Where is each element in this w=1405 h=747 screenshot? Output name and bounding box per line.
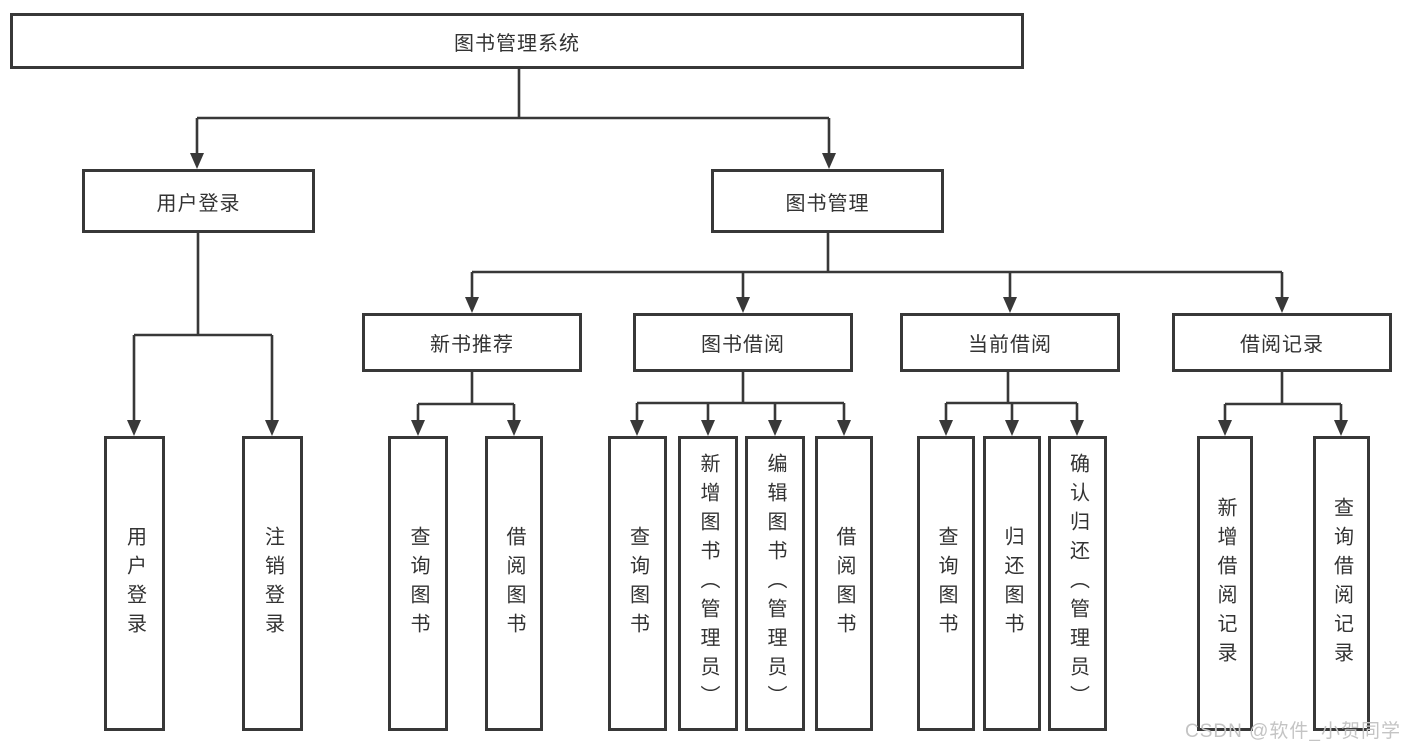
arrow-down-icon	[1275, 297, 1289, 313]
arrow-down-icon	[1334, 420, 1348, 436]
arrow-down-icon	[736, 297, 750, 313]
node-user-login-group: 用户登录	[82, 169, 315, 233]
node-borrow-records-label: 借阅记录	[1240, 334, 1324, 356]
leaf-user-login-label: 用户登录	[123, 525, 146, 642]
arrowheads	[127, 153, 1348, 436]
leaf-query-books-borrow-label: 查询图书	[626, 525, 649, 642]
leaf-edit-book-admin-label: 编辑图书（管理员）	[764, 453, 786, 714]
leaf-query-books-recommend: 查询图书	[388, 436, 448, 731]
leaf-query-borrow-record: 查询借阅记录	[1313, 436, 1370, 731]
node-book-borrow-label: 图书借阅	[701, 334, 785, 356]
arrow-down-icon	[411, 420, 425, 436]
leaf-return-book: 归还图书	[983, 436, 1041, 731]
arrow-down-icon	[837, 420, 851, 436]
leaf-borrow-books-recommend-label: 借阅图书	[503, 525, 525, 642]
leaf-query-books-current-label: 查询图书	[935, 525, 957, 642]
leaf-logout: 注销登录	[242, 436, 303, 731]
leaf-confirm-return-admin-label: 确认归还（管理员）	[1066, 453, 1089, 714]
leaf-user-login: 用户登录	[104, 436, 165, 731]
node-current-borrow-label: 当前借阅	[968, 334, 1052, 356]
arrow-down-icon	[939, 420, 953, 436]
node-borrow-records: 借阅记录	[1172, 313, 1392, 372]
leaf-logout-label: 注销登录	[261, 525, 284, 642]
arrow-down-icon	[265, 420, 279, 436]
leaf-borrow-books-label: 借阅图书	[833, 525, 855, 642]
arrow-down-icon	[768, 420, 782, 436]
node-current-borrow: 当前借阅	[900, 313, 1120, 372]
arrow-down-icon	[1218, 420, 1232, 436]
leaf-add-book-admin-label: 新增图书（管理员）	[697, 453, 719, 714]
leaf-add-book-admin: 新增图书（管理员）	[678, 436, 738, 731]
arrow-down-icon	[190, 153, 204, 169]
node-book-management-label: 图书管理	[785, 192, 870, 215]
watermark: CSDN @软件_小贺同学	[1185, 721, 1401, 742]
leaf-borrow-books: 借阅图书	[815, 436, 873, 731]
leaf-add-borrow-record-label: 新增借阅记录	[1214, 496, 1236, 671]
arrow-down-icon	[127, 420, 141, 436]
node-root-label: 图书管理系统	[454, 32, 580, 55]
leaf-edit-book-admin: 编辑图书（管理员）	[745, 436, 805, 731]
leaf-query-books-borrow: 查询图书	[608, 436, 667, 731]
node-user-login-group-label: 用户登录	[156, 192, 241, 215]
leaf-borrow-books-recommend: 借阅图书	[485, 436, 543, 731]
leaf-add-borrow-record: 新增借阅记录	[1197, 436, 1253, 731]
arrow-down-icon	[630, 420, 644, 436]
leaf-query-borrow-record-label: 查询借阅记录	[1330, 496, 1353, 671]
arrow-down-icon	[1003, 297, 1017, 313]
leaf-query-books-current: 查询图书	[917, 436, 975, 731]
arrow-down-icon	[701, 420, 715, 436]
leaf-return-book-label: 归还图书	[1001, 525, 1023, 642]
arrow-down-icon	[1070, 420, 1084, 436]
arrow-down-icon	[465, 297, 479, 313]
node-root: 图书管理系统	[10, 13, 1024, 69]
leaf-query-books-recommend-label: 查询图书	[407, 525, 429, 642]
arrow-down-icon	[822, 153, 836, 169]
node-new-book-recommend-label: 新书推荐	[430, 334, 514, 356]
arrow-down-icon	[1005, 420, 1019, 436]
node-book-borrow: 图书借阅	[633, 313, 853, 372]
node-new-book-recommend: 新书推荐	[362, 313, 582, 372]
leaf-confirm-return-admin: 确认归还（管理员）	[1048, 436, 1107, 731]
node-book-management: 图书管理	[711, 169, 944, 233]
arrow-down-icon	[507, 420, 521, 436]
connector-path	[132, 69, 1343, 423]
